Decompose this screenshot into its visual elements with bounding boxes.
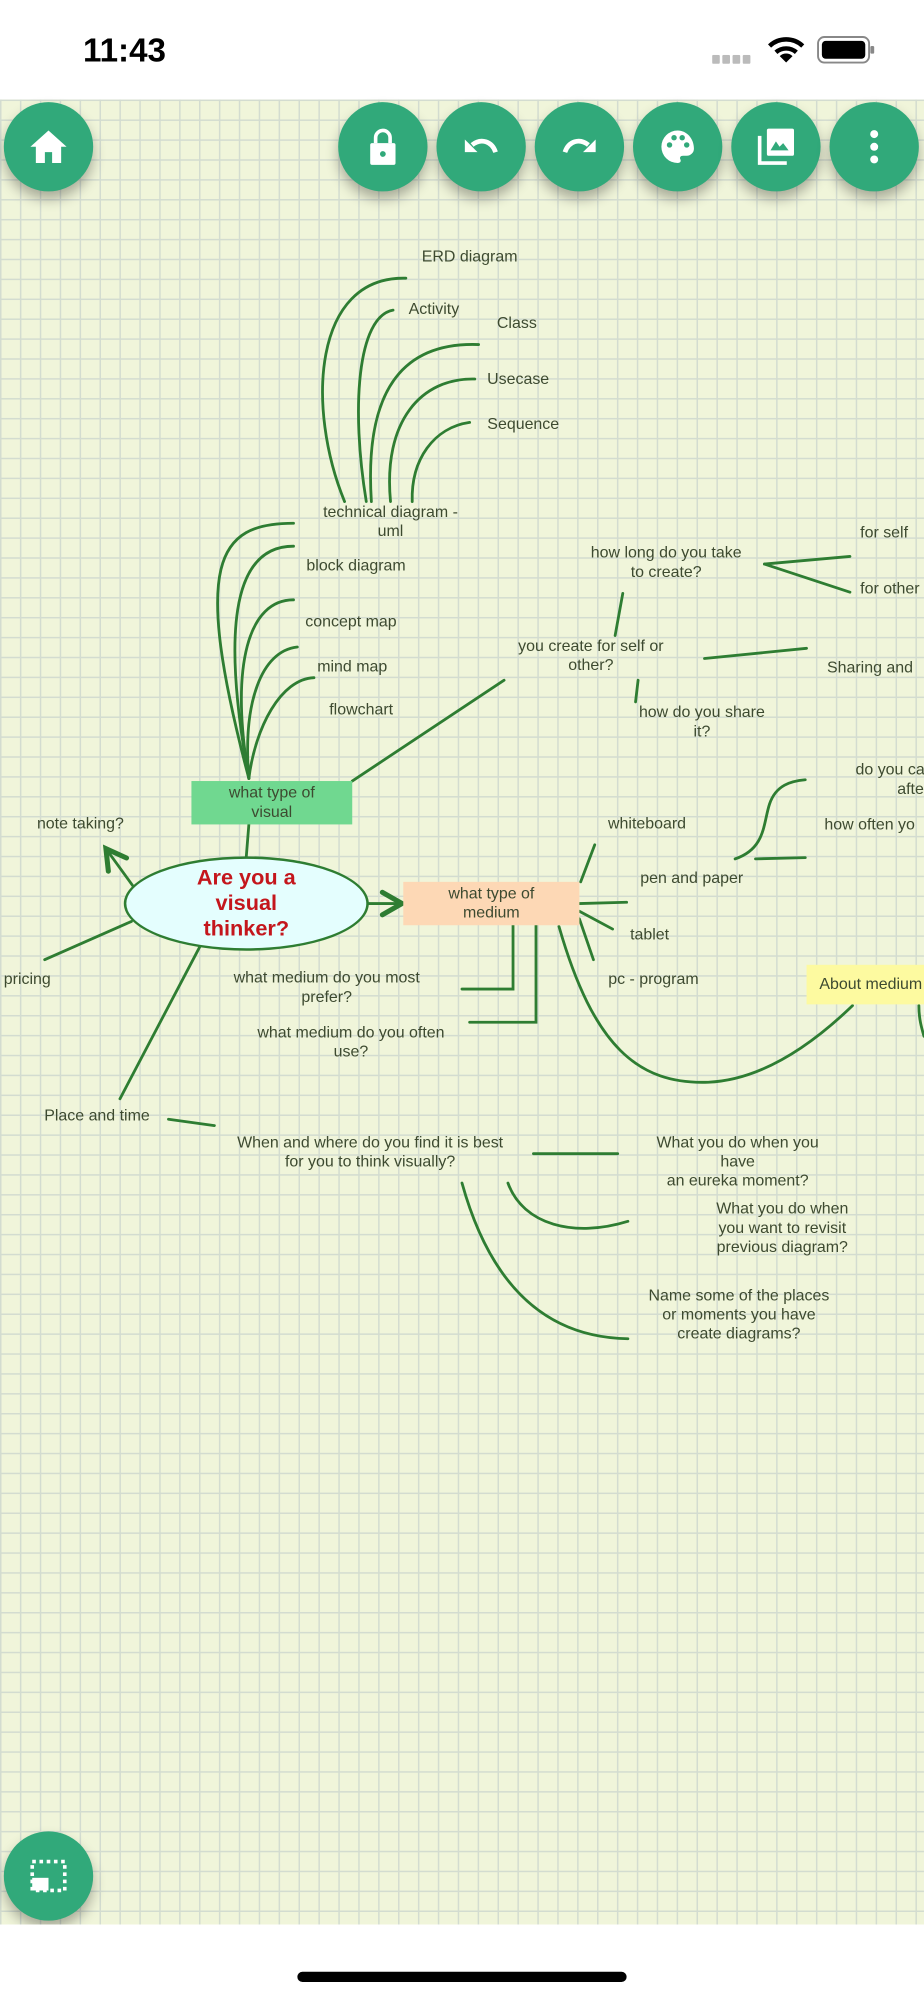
node-flowchart[interactable]: flowchart	[329, 700, 394, 719]
node-eureka[interactable]: What you do when you have an eureka mome…	[656, 1133, 819, 1190]
fit-view-button[interactable]	[3, 1831, 94, 1921]
image-library-icon	[757, 128, 795, 165]
node-self-or-other[interactable]: you create for self or other?	[518, 636, 664, 674]
node-erd[interactable]: ERD diagram	[421, 247, 518, 266]
node-concept[interactable]: concept map	[305, 612, 397, 631]
undo-icon	[464, 138, 498, 154]
more-vertical-icon	[870, 130, 879, 164]
node-when-where[interactable]: When and where do you find it is best fo…	[237, 1133, 504, 1171]
lock-button[interactable]	[338, 102, 428, 192]
node-activity[interactable]: Activity	[408, 299, 460, 318]
node-place-time[interactable]: Place and time	[44, 1106, 150, 1125]
palette-icon	[661, 130, 694, 164]
node-for-other[interactable]: for other	[860, 579, 920, 598]
more-options-button[interactable]	[829, 102, 919, 192]
node-medium-type[interactable]: what type of medium	[403, 881, 580, 926]
node-class[interactable]: Class	[496, 313, 537, 332]
node-for-self[interactable]: for self	[860, 523, 909, 542]
node-revisit[interactable]: What you do when you want to revisit pre…	[716, 1199, 849, 1256]
node-usecase[interactable]: Usecase	[487, 370, 550, 388]
node-sharing[interactable]: Sharing and	[826, 658, 914, 677]
home-icon	[30, 130, 67, 164]
node-how-long[interactable]: how long do you take to create?	[590, 543, 742, 581]
redo-button[interactable]	[534, 102, 625, 192]
wifi-icon	[768, 37, 805, 63]
node-sequence[interactable]: Sequence	[487, 414, 560, 433]
undo-button[interactable]	[436, 102, 526, 192]
home-button[interactable]	[3, 102, 94, 192]
node-places[interactable]: Name some of the places or moments you h…	[648, 1286, 830, 1343]
status-time: 11:43	[82, 30, 167, 69]
bottom-bar	[0, 1924, 924, 2001]
node-capture[interactable]: do you capt after?	[855, 760, 924, 798]
node-mindmap[interactable]: mind map	[317, 657, 388, 676]
signal-icon	[712, 54, 751, 64]
node-tablet[interactable]: tablet	[630, 925, 670, 944]
home-indicator[interactable]	[297, 1971, 627, 1982]
node-often-use[interactable]: what medium do you often use?	[257, 1023, 445, 1061]
lock-icon	[370, 128, 396, 165]
gallery-button[interactable]	[731, 102, 821, 192]
node-most-prefer[interactable]: what medium do you most prefer?	[233, 968, 420, 1006]
connector-lines	[43, 276, 924, 1341]
node-pc-program[interactable]: pc - program	[608, 969, 699, 988]
node-technical[interactable]: technical diagram - uml	[323, 502, 458, 540]
node-whiteboard[interactable]: whiteboard	[608, 814, 687, 833]
central-topic[interactable]: Are you a visual thinker?	[123, 856, 369, 951]
node-pen-paper[interactable]: pen and paper	[640, 869, 744, 887]
node-how-often[interactable]: how often yo	[824, 815, 915, 834]
node-note-taking[interactable]: note taking?	[36, 814, 124, 833]
node-block[interactable]: block diagram	[306, 556, 406, 575]
redo-icon	[562, 138, 596, 154]
battery-icon	[817, 36, 875, 64]
node-pricing[interactable]: t pricing	[0, 969, 51, 988]
palette-button[interactable]	[632, 102, 723, 192]
node-how-share[interactable]: how do you share it?	[638, 703, 765, 741]
fit-screen-icon	[30, 1859, 67, 1893]
status-bar: 11:43	[0, 0, 924, 100]
node-about-medium[interactable]: About medium	[806, 964, 924, 1005]
node-visual-type[interactable]: what type of visual	[191, 781, 353, 825]
mindmap-canvas[interactable]: ERD diagram Activity Class Usecase Seque…	[0, 99, 924, 1925]
